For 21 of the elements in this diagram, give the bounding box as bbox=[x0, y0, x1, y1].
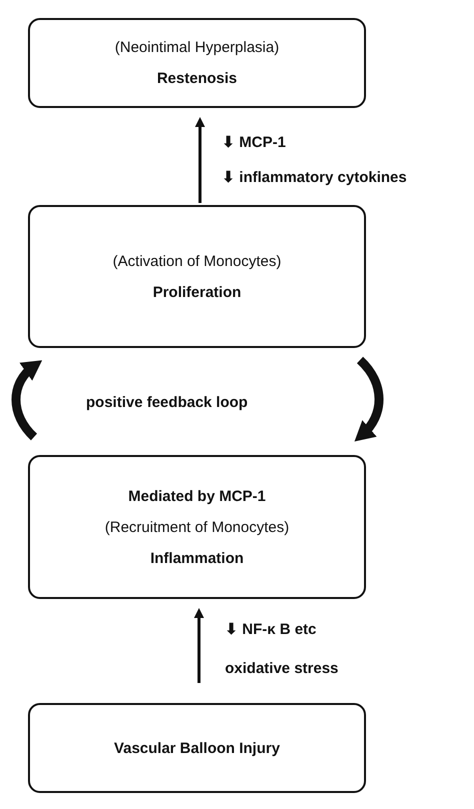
annotation-text: ⬇ inflammatory cytokines bbox=[222, 168, 407, 186]
box-title: Inflammation bbox=[150, 550, 244, 566]
process-box bbox=[28, 18, 366, 108]
box-title: Mediated by MCP-1 bbox=[128, 488, 266, 504]
box-title: Proliferation bbox=[152, 284, 242, 300]
arrow bbox=[194, 608, 204, 683]
arrow bbox=[195, 117, 205, 203]
annotation-text: oxidative stress bbox=[225, 660, 338, 677]
annotation-text: positive feedback loop bbox=[86, 394, 248, 411]
curved-arrow bbox=[354, 356, 384, 442]
box-title: Vascular Balloon Injury bbox=[114, 740, 280, 756]
annotation-text: ⬇ MCP-1 bbox=[222, 133, 286, 151]
process-box bbox=[28, 205, 366, 348]
annotation-text: ⬇ NF-κ B etc bbox=[225, 620, 316, 638]
process-box bbox=[28, 703, 366, 793]
box-subtitle: (Activation of Monocytes) bbox=[112, 252, 282, 270]
curved-arrow bbox=[12, 360, 42, 440]
box-title: Restenosis bbox=[156, 70, 238, 87]
box-subtitle: (Neointimal Hyperplasia) bbox=[114, 39, 280, 56]
box-subtitle: (Recruitment of Monocytes) bbox=[104, 518, 290, 536]
process-box bbox=[28, 455, 366, 599]
